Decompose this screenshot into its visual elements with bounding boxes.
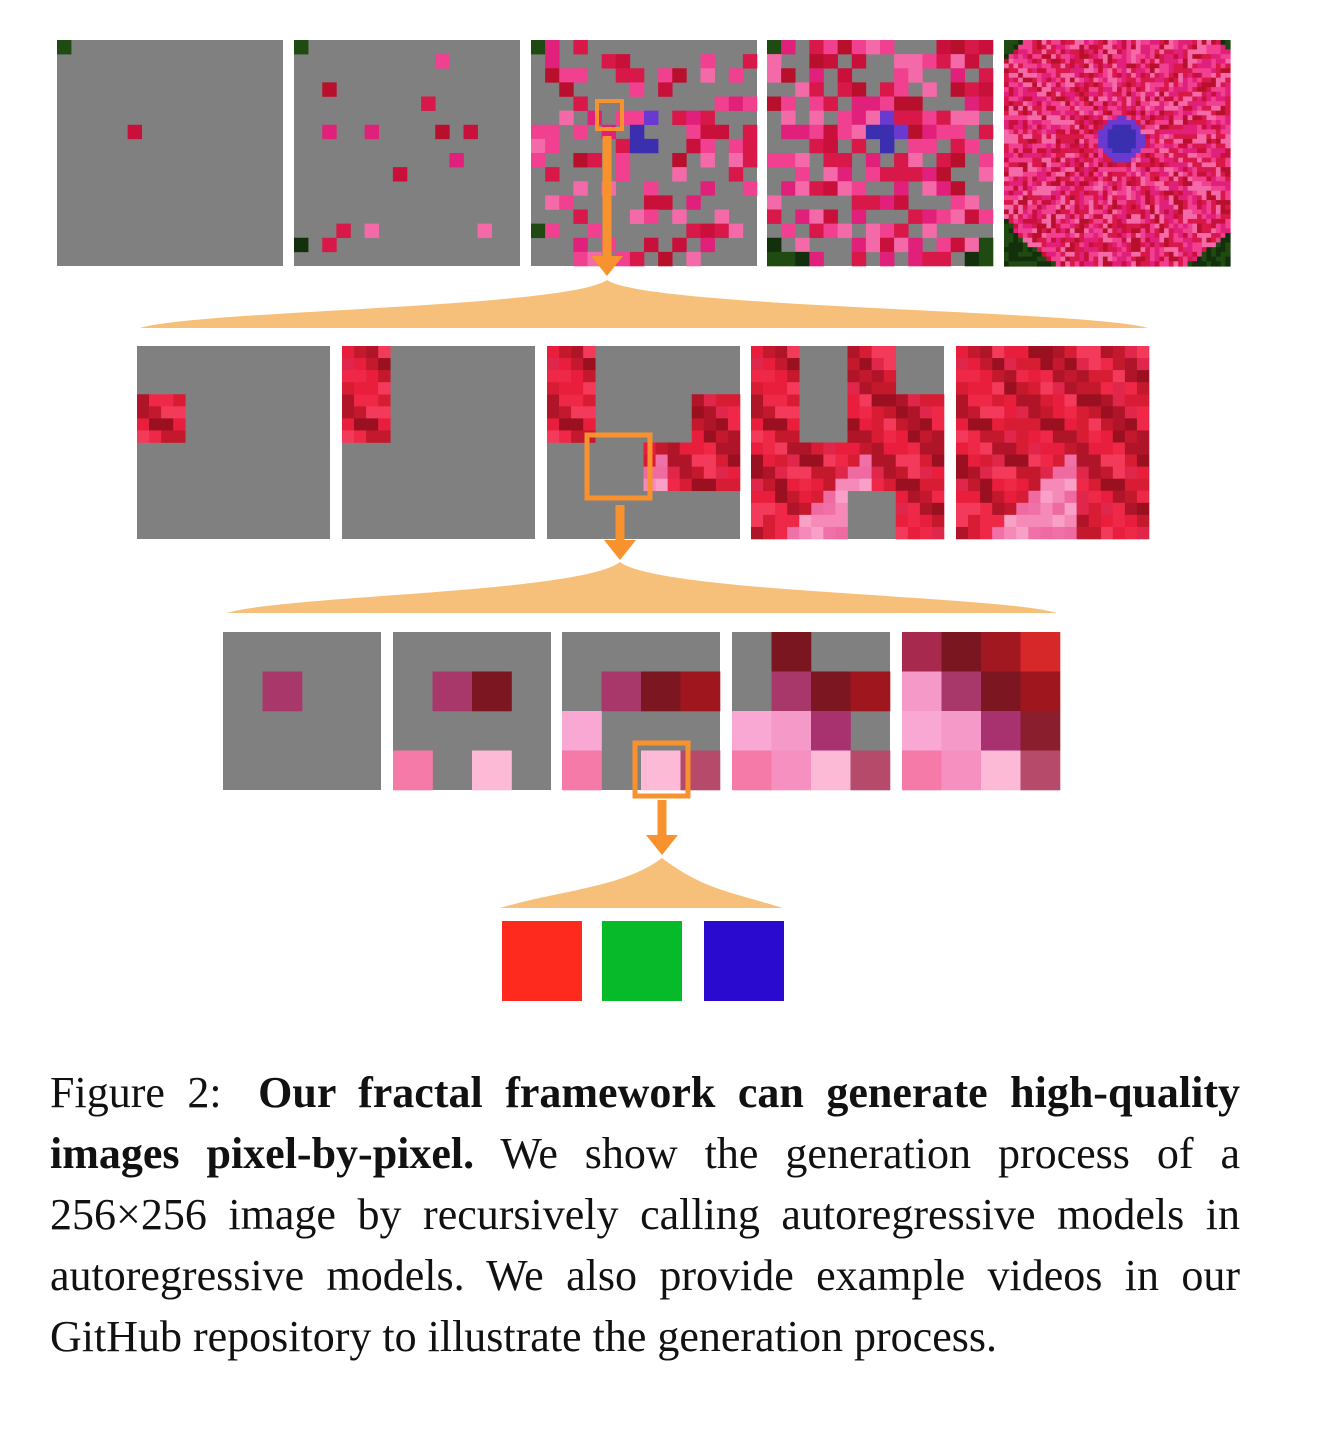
level-2-panel [956, 346, 1150, 540]
level-1-panel [767, 40, 994, 267]
pixel-cell [941, 632, 982, 672]
level-2-panel [137, 346, 330, 539]
pixel-cell [1020, 632, 1061, 672]
pixel-cell [1020, 750, 1061, 791]
pixel-cell [981, 632, 1021, 672]
expansion-fan [140, 280, 1148, 328]
level-1-panel [1004, 40, 1231, 267]
level-1-panel [57, 40, 283, 266]
level-1-panels [57, 40, 1231, 267]
pixel-cell [811, 711, 851, 751]
level-1-panel [531, 40, 758, 267]
level-3-panels [223, 632, 1061, 799]
level-3-panel [902, 632, 1061, 791]
level-3-to-4-connector [500, 800, 783, 908]
level-3-panel [393, 632, 551, 791]
level-3-panel [223, 632, 381, 790]
figure-canvas [57, 40, 1231, 1001]
pixel-cell [641, 750, 681, 791]
pixel-cell [472, 671, 512, 712]
figure-label: Figure 2: [50, 1068, 222, 1117]
level-1-panel [294, 40, 520, 266]
level-1-to-2-connector [140, 136, 1148, 328]
pixel-cell [981, 711, 1021, 751]
pixel-cell [771, 750, 812, 791]
pixel-cell [941, 671, 982, 712]
pixel-cell [850, 750, 891, 791]
pixel-cell [941, 711, 982, 751]
figure-caption: Figure 2: Our fractal framework can gene… [50, 1062, 1240, 1367]
arrow-head-icon [591, 256, 623, 276]
highlight-box-level-3 [632, 740, 691, 799]
arrow-head-icon [646, 835, 678, 855]
green-channel-square [602, 921, 682, 1001]
pixel-cell [601, 671, 642, 712]
red-channel-square [502, 921, 582, 1001]
level-2-panel [547, 346, 741, 539]
level-2-to-3-connector [227, 505, 1057, 613]
pixel-cell [902, 750, 942, 791]
blue-channel-square [704, 921, 784, 1001]
level-2-panel [342, 346, 535, 539]
expansion-fan [227, 562, 1057, 613]
pixel-cell [262, 671, 303, 712]
rgb-channel-squares [502, 921, 784, 1001]
pixel-cell [732, 711, 772, 751]
pixel-cell [771, 632, 812, 672]
caption-bold-sentence: Our fractal framework can generate high-… [50, 1068, 1241, 1178]
pixel-cell [811, 671, 851, 712]
pixel-cell [771, 671, 812, 712]
pixel-cell [680, 671, 721, 712]
highlight-box-level-1 [595, 99, 624, 131]
arrow-head-icon [604, 540, 636, 560]
pixel-cell [902, 711, 942, 751]
fractal-generation-figure [57, 40, 1231, 1001]
pixel-cell [850, 671, 891, 712]
expansion-fan [500, 858, 783, 908]
pixel-cell [432, 671, 473, 712]
level-2-panel [751, 346, 945, 540]
pixel-cell [562, 711, 602, 751]
level-3-panel [562, 632, 721, 791]
pixel-cell [562, 750, 602, 791]
pixel-cell [811, 750, 851, 791]
pixel-cell [981, 750, 1021, 791]
pixel-cell [641, 671, 681, 712]
highlight-box-level-2 [584, 432, 653, 501]
pixel-cell [941, 750, 982, 791]
pixel-cell [732, 750, 772, 791]
pixel-cell [902, 632, 942, 672]
caption-body: We show the generation process of a 256×… [50, 1129, 1240, 1361]
pixel-cell [472, 750, 512, 791]
pixel-cell [393, 750, 433, 791]
level-2-panels [137, 346, 1150, 540]
pixel-cell [1020, 671, 1061, 712]
pixel-cell [902, 671, 942, 712]
pixel-cell [771, 711, 812, 751]
pixel-cell [1020, 711, 1061, 751]
level-3-panel [732, 632, 891, 791]
pixel-cell [981, 671, 1021, 712]
